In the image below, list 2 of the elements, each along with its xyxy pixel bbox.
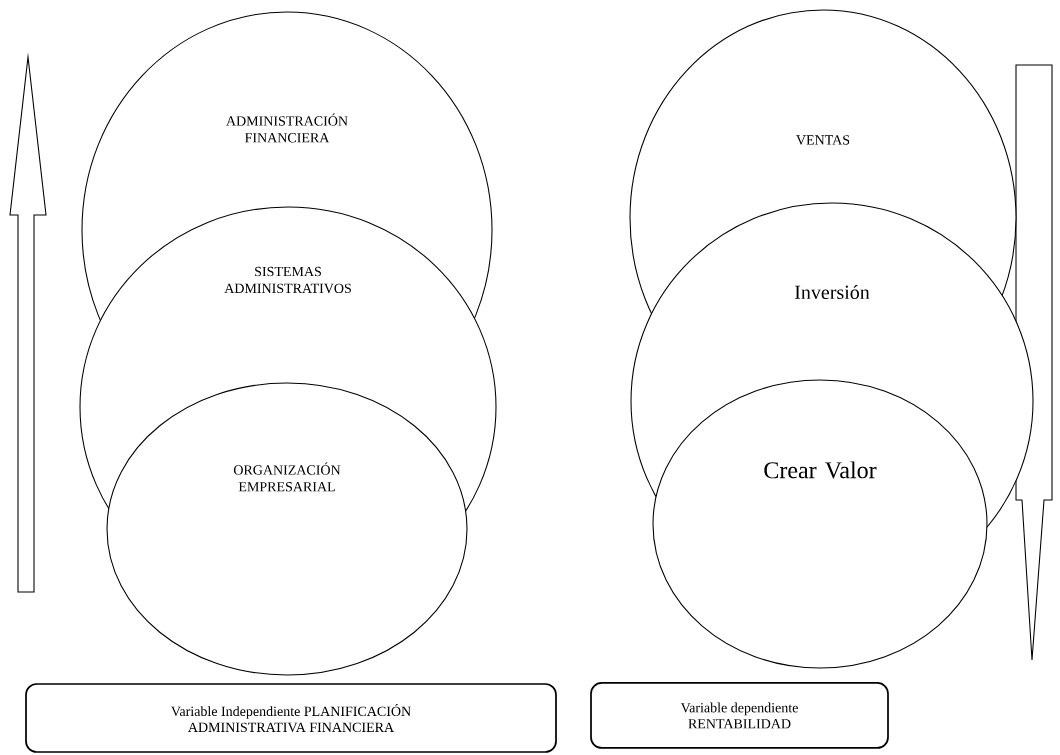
text-box: Variable Independiente PLANIFICACIÓN ADMINISTRATIVA FINANCIERA xyxy=(25,683,557,753)
text-box: Variable dependiente RENTABILIDAD xyxy=(590,682,889,749)
